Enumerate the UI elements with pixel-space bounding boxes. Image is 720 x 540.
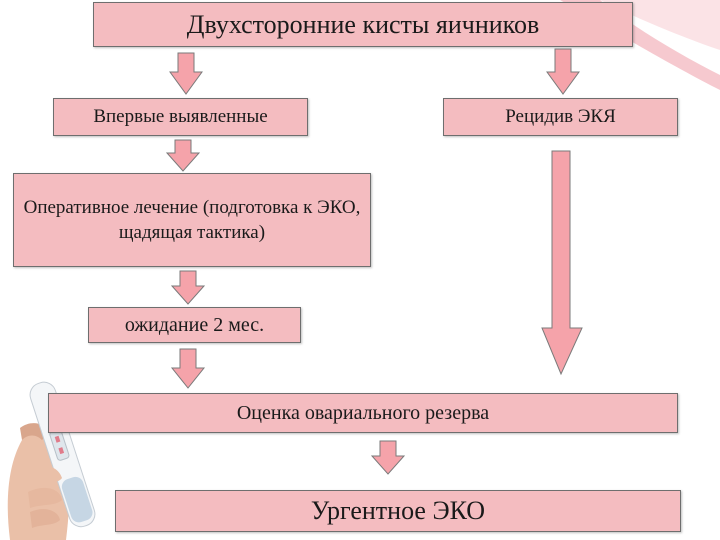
diagram-title-box: Двухсторонние кисты яичников: [93, 2, 633, 47]
arrow-first-to-surgery-icon: [165, 139, 201, 172]
arrow-relapse-to-reserve-icon: [541, 150, 583, 376]
arrow-title-to-first-icon: [169, 52, 203, 95]
arrow-surgery-to-waiting-icon: [170, 270, 206, 305]
surgery-box: Оперативное лечение (подготовка к ЭКО, щ…: [13, 173, 371, 267]
surgery-label: Оперативное лечение (подготовка к ЭКО, щ…: [23, 196, 361, 243]
hand-holding-pregnancy-test-icon: [7, 381, 96, 540]
relapse-box: Рецидив ЭКЯ: [443, 98, 678, 136]
first-detected-label: Впервые выявленные: [93, 106, 268, 127]
arrow-title-to-relapse-icon: [546, 48, 580, 95]
waiting-label: ожидание 2 мес.: [124, 313, 265, 336]
urgent-ivf-label: Ургентное ЭКО: [310, 496, 486, 525]
first-detected-box: Впервые выявленные: [53, 98, 308, 136]
arrow-reserve-to-ivf-icon: [370, 440, 406, 475]
ovarian-reserve-label: Оценка овариального резерва: [236, 401, 490, 424]
diagram-title: Двухсторонние кисты яичников: [186, 9, 540, 39]
arrow-waiting-to-reserve-icon: [170, 348, 206, 389]
urgent-ivf-box: Ургентное ЭКО: [115, 490, 681, 532]
ovarian-reserve-box: Оценка овариального резерва: [48, 393, 678, 433]
waiting-box: ожидание 2 мес.: [88, 307, 301, 343]
relapse-label: Рецидив ЭКЯ: [505, 106, 616, 127]
